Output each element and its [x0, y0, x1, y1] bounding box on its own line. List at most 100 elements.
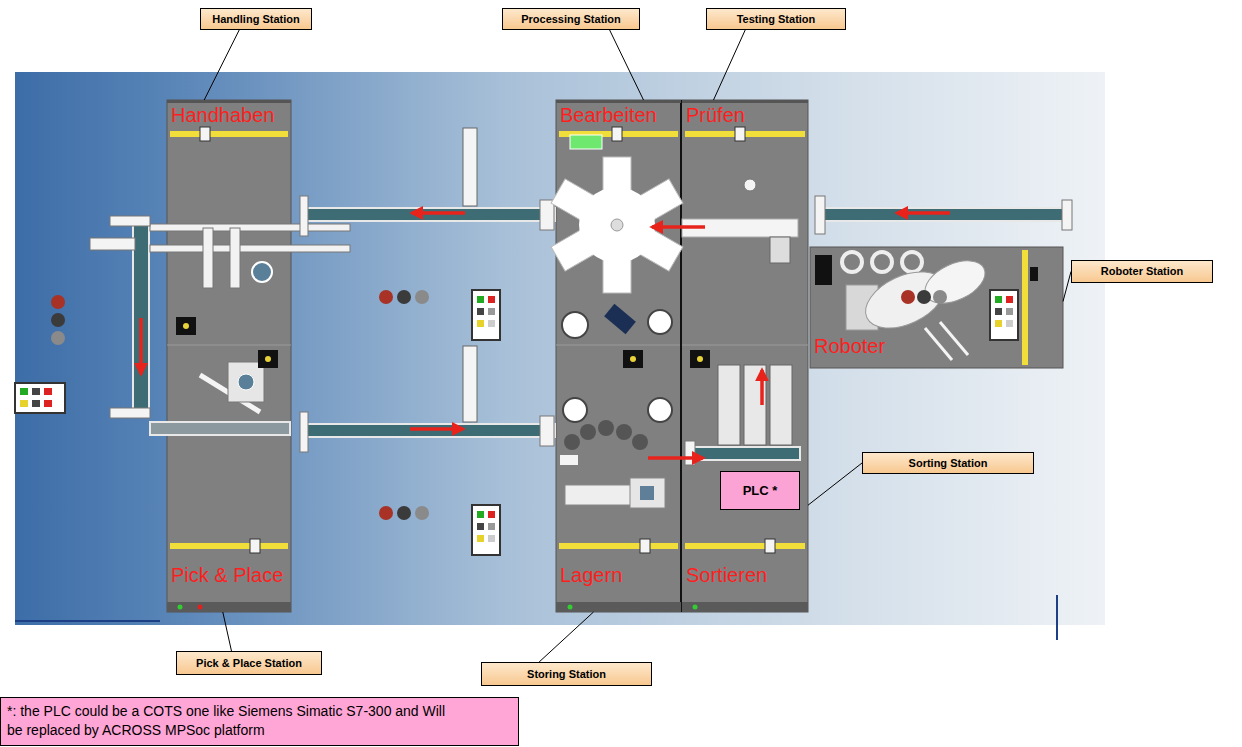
panel-button: [488, 523, 495, 530]
terminal-module: [735, 127, 745, 141]
signal-lamp: [51, 295, 65, 309]
flow-arrow: [652, 225, 705, 229]
panel-button: [995, 320, 1002, 327]
station-name: Lagern: [560, 563, 622, 587]
callout-label: Pick & Place Station: [196, 657, 302, 670]
panel-button: [32, 400, 40, 407]
control-panel: [472, 505, 500, 555]
footnote-text: *: the PLC could be a COTS one like Siem…: [7, 702, 452, 740]
edge-line: [1056, 595, 1058, 640]
sensor-box: [623, 350, 643, 368]
workpiece: [238, 374, 254, 390]
station-name: Pick & Place: [171, 563, 283, 587]
terminal-module: [612, 127, 622, 141]
panel-button: [477, 523, 484, 530]
workpiece: [562, 312, 588, 338]
leader-line: [610, 30, 644, 100]
station-table: [167, 100, 291, 612]
gantry-rail: [203, 228, 213, 288]
panel-button: [488, 535, 495, 542]
conveyor-belt: [305, 424, 555, 437]
signal-lamp: [901, 290, 915, 304]
test-probe: [770, 237, 790, 263]
workpiece: [872, 252, 892, 272]
conveyor-belt: [820, 208, 1070, 221]
signal-lamp: [397, 506, 411, 520]
storage-part: [560, 455, 578, 465]
rotary-disc: [579, 187, 655, 263]
workpiece: [252, 262, 272, 282]
table-edge: [556, 602, 681, 612]
callout-label: Sorting Station: [909, 457, 988, 470]
panel-button: [488, 308, 495, 315]
control-panel-body: [990, 290, 1018, 340]
storage-lift: [565, 485, 635, 505]
plc-label: PLC *: [743, 479, 778, 503]
control-panel: [990, 290, 1018, 340]
flow-arrow: [648, 456, 703, 460]
panel-button: [44, 400, 52, 407]
terminal-module: [765, 539, 775, 553]
panel-button: [995, 296, 1002, 303]
sensor-box: [258, 350, 278, 368]
valve-block: [570, 135, 602, 149]
station-name: Bearbeiten: [560, 103, 657, 127]
sensor-led: [630, 356, 636, 362]
station-callout: Roboter Station: [1071, 260, 1213, 283]
flow-arrow: [760, 370, 764, 405]
rotary-arm: [551, 179, 683, 271]
gantry-rail: [150, 224, 350, 231]
storage-slot: [598, 420, 614, 436]
conveyor-belt: [690, 447, 800, 460]
sorting-slide: [770, 365, 792, 445]
yellow-stripe: [170, 131, 288, 137]
sensor-post: [463, 346, 477, 422]
conveyor-belt: [133, 222, 149, 414]
robot-arm: [918, 252, 991, 312]
storage-lift: [640, 486, 654, 500]
panel-button: [1006, 320, 1013, 327]
station-panel: Bearbeiten: [556, 100, 681, 345]
edge-line: [15, 620, 160, 622]
plc-box: PLC *: [720, 471, 800, 510]
signal-lamp: [51, 331, 65, 345]
workpiece: [902, 252, 922, 272]
workpiece: [563, 398, 587, 422]
leader-line: [204, 30, 239, 100]
conveyor-end: [1062, 200, 1072, 230]
table-edge: [682, 100, 808, 103]
sensor-box: [815, 255, 832, 285]
sensor-led: [183, 323, 189, 329]
panel-button: [477, 320, 484, 327]
panel-button: [488, 296, 495, 303]
station-panel: SortierenPLC *: [682, 345, 808, 612]
panel-button: [995, 308, 1002, 315]
sensor: [744, 179, 756, 191]
flow-arrow: [139, 318, 143, 374]
sensor-led: [265, 356, 271, 362]
yellow-stripe: [1022, 250, 1028, 365]
station-panel: Roboter: [810, 247, 1063, 368]
flow-arrow: [412, 211, 465, 215]
table-divider: [680, 100, 682, 612]
conveyor-end: [685, 441, 695, 465]
conveyor-end: [815, 196, 825, 234]
station-name: Prüfen: [686, 103, 745, 127]
panel-button: [32, 388, 40, 395]
terminal-module: [200, 127, 210, 141]
leader-line: [539, 612, 593, 662]
table-edge: [682, 602, 808, 612]
leader-line: [223, 612, 232, 651]
station-table: [810, 247, 1063, 368]
signal-lamp: [917, 290, 931, 304]
workpiece: [842, 252, 862, 272]
gantry-rail: [230, 228, 240, 288]
status-led: [178, 605, 183, 610]
storage-slot: [632, 434, 648, 450]
callout-label: Handling Station: [212, 13, 299, 26]
station-callout: Pick & Place Station: [176, 651, 322, 675]
conveyor-end: [300, 412, 308, 452]
conveyor-end: [540, 200, 554, 230]
storage-slot: [564, 434, 580, 450]
signal-lamp: [415, 506, 429, 520]
